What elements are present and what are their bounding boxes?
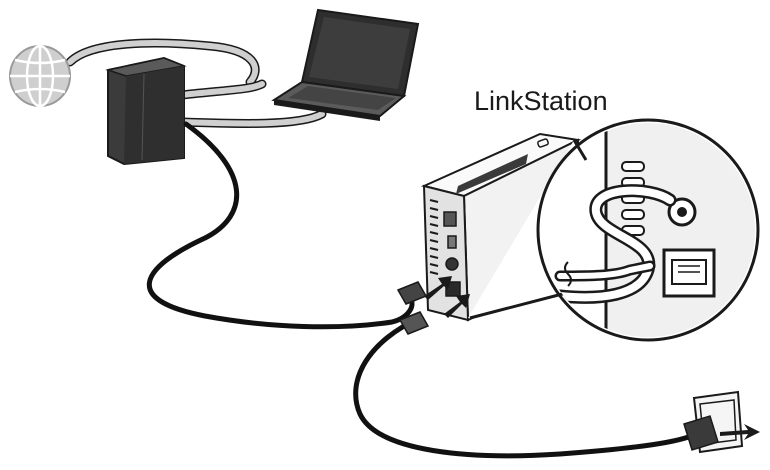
magnified-port-detail (468, 118, 760, 342)
insert-arrows (424, 276, 470, 318)
power-cable (353, 315, 699, 459)
power-plug (396, 281, 428, 305)
linkstation-label: LinkStation (474, 86, 608, 116)
grey-cables (65, 38, 327, 128)
lan-plug (398, 311, 430, 335)
globe-icon (9, 44, 71, 108)
lan-cable (147, 121, 415, 330)
laptop (271, 8, 420, 121)
wall-outlet (683, 390, 760, 454)
router (105, 56, 187, 166)
